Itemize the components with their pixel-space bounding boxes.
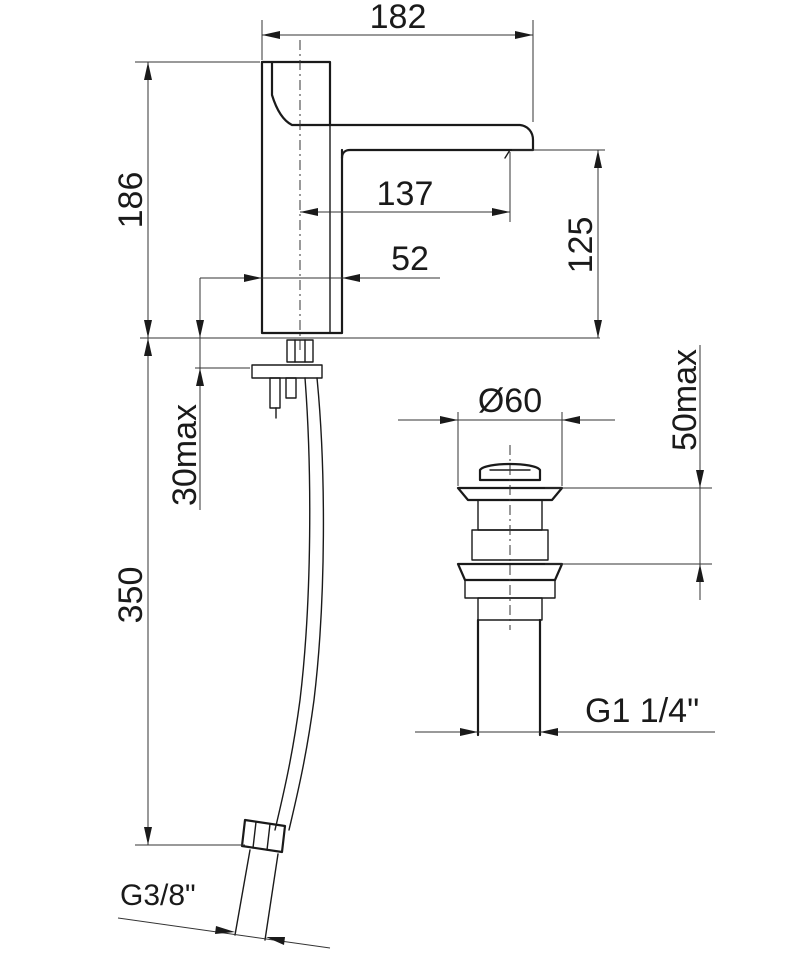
dim-waste-deck: 50max xyxy=(545,345,712,600)
dim-182-label: 182 xyxy=(370,0,427,36)
dim-52-label: 52 xyxy=(391,240,429,278)
dim-width-total: 182 xyxy=(261,0,534,122)
dim-50max-label: 50max xyxy=(666,349,704,451)
dim-hose-thread: G3/8" xyxy=(117,879,331,949)
dim-height-total: 186 xyxy=(112,61,260,338)
dim-spout-height: 125 xyxy=(512,149,605,338)
dim-spout-reach: 137 xyxy=(300,152,511,222)
dim-125-label: 125 xyxy=(562,217,600,274)
waste-assembly xyxy=(456,445,564,737)
dim-deck-thickness: 30max xyxy=(166,290,250,510)
dim-base-offset: 52 xyxy=(199,240,440,330)
fixing-assembly xyxy=(251,339,323,419)
dim-350-label: 350 xyxy=(112,567,150,624)
dim-o60-label: Ø60 xyxy=(478,382,542,420)
dim-137-label: 137 xyxy=(377,175,434,213)
dim-g114-label: G1 1/4" xyxy=(585,692,699,730)
dim-waste-diameter: Ø60 xyxy=(398,382,615,486)
dim-30max-label: 30max xyxy=(166,404,204,506)
dim-waste-thread: G1 1/4" xyxy=(415,692,715,736)
flexible-hose xyxy=(234,377,325,941)
dim-186-label: 186 xyxy=(112,172,150,229)
dim-g38-label: G3/8" xyxy=(120,879,196,912)
dim-hose-length: 350 xyxy=(112,338,245,846)
